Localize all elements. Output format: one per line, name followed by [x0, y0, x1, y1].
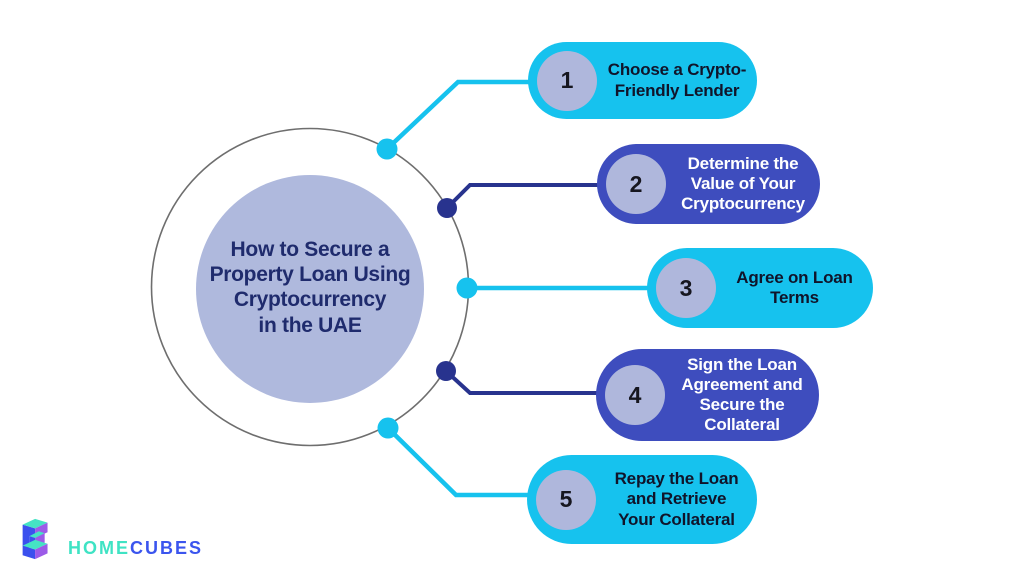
title-line-4: in the UAE: [258, 313, 362, 337]
homecubes-cube-icon: [22, 518, 48, 560]
logo-top-face: [22, 518, 48, 529]
logo-side-face: [35, 543, 48, 560]
node-dot-1: [376, 138, 398, 160]
step-label: Sign the Loan Agreement and Secure the C…: [681, 354, 803, 435]
step-pill-4: 4 Sign the Loan Agreement and Secure the…: [596, 349, 819, 441]
step-number-badge: 2: [606, 154, 666, 214]
step-number-badge: 3: [656, 258, 716, 318]
logo-top-face: [29, 531, 45, 538]
logo-front-face: [22, 524, 36, 560]
title-line-2: Property Loan Using: [209, 263, 411, 287]
step-label: Agree on Loan Terms: [736, 267, 853, 307]
step-pill-5: 5 Repay the Loan and Retrieve Your Colla…: [527, 455, 757, 544]
title-line-1: How to Secure a: [230, 238, 390, 261]
step-number-badge: 5: [536, 469, 596, 530]
hub-circle: [196, 175, 424, 403]
logo-word-cubes: CUBES: [130, 537, 204, 558]
step-label: Determine the Value of Your Cryptocurren…: [681, 153, 805, 214]
step-number-badge: 4: [605, 365, 665, 425]
logo-word-home: HOME: [68, 537, 130, 558]
step-label: Repay the Loan and Retrieve Your Collate…: [614, 469, 739, 529]
connector-step-1: [385, 79, 530, 151]
logo-wordmark: HOMECUBES: [68, 538, 203, 559]
step-number-badge: 1: [537, 50, 597, 111]
connector-step-2: [445, 183, 599, 210]
infographic-title: How to Secure a Property Loan Using Cryp…: [200, 237, 420, 338]
homecubes-logo: HOMECUBES: [14, 510, 203, 566]
title-line-3: Cryptocurrency: [233, 288, 387, 312]
node-dot-3: [456, 277, 478, 299]
step-pill-1: 1 Choose a Crypto-Friendly Lender: [528, 42, 757, 119]
step-pill-2: 2 Determine the Value of Your Cryptocurr…: [597, 144, 820, 224]
step-label: Choose a Crypto-Friendly Lender: [607, 60, 747, 100]
node-dot-4: [436, 361, 456, 381]
node-dot-5: [377, 417, 399, 439]
logo-top-face: [22, 539, 48, 550]
connector-step-4: [444, 369, 599, 395]
node-dot-2: [437, 198, 457, 218]
step-pill-3: 3 Agree on Loan Terms: [647, 248, 873, 328]
connector-step-5: [386, 426, 530, 498]
